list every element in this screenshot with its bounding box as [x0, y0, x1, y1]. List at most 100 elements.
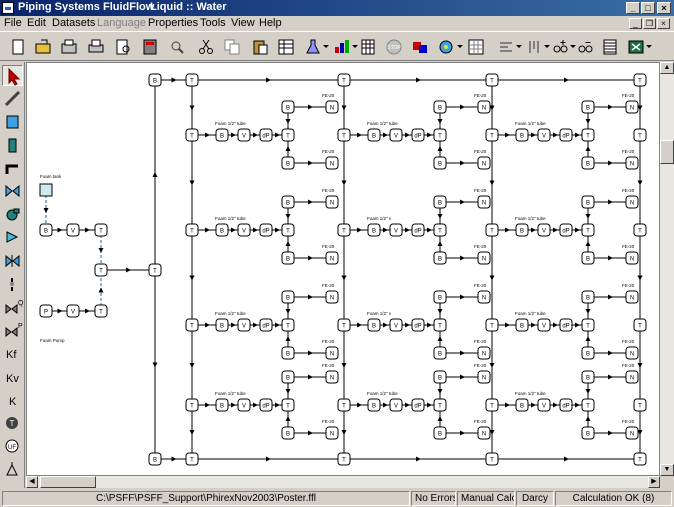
- tee-junction[interactable]: [433, 223, 447, 237]
- menu-edit[interactable]: Edit: [27, 17, 46, 29]
- outlet-nozzle[interactable]: [477, 156, 491, 170]
- scroll-down-arrow[interactable]: ▼: [660, 464, 674, 476]
- outlet-nozzle[interactable]: [325, 195, 339, 209]
- results-icon[interactable]: [410, 37, 430, 57]
- align-dropdown-arrow[interactable]: [516, 45, 522, 48]
- open-file-icon[interactable]: [33, 37, 53, 57]
- tee-junction[interactable]: [633, 452, 647, 466]
- pressure-drop-node[interactable]: [259, 398, 273, 412]
- outlet-nozzle[interactable]: [325, 346, 339, 360]
- excel-dropdown-arrow[interactable]: [646, 45, 652, 48]
- tee-junction[interactable]: [485, 452, 499, 466]
- app-icon[interactable]: [2, 2, 14, 14]
- child-restore-button[interactable]: ❐: [643, 18, 656, 29]
- tee-junction[interactable]: [185, 452, 199, 466]
- tee-junction[interactable]: [485, 73, 499, 87]
- valve-node[interactable]: [389, 398, 403, 412]
- outlet-nozzle[interactable]: [325, 251, 339, 265]
- outlet-nozzle[interactable]: [325, 426, 339, 440]
- outlet-nozzle[interactable]: [477, 251, 491, 265]
- outlet-nozzle[interactable]: [625, 290, 639, 304]
- excel-icon[interactable]: [626, 37, 646, 57]
- bend-node[interactable]: [215, 128, 229, 142]
- bend-node[interactable]: [215, 223, 229, 237]
- scroll-right-arrow[interactable]: ▶: [648, 476, 660, 488]
- control-valve-q-tool[interactable]: Q: [2, 297, 24, 318]
- print-icon[interactable]: [86, 37, 106, 57]
- pressure-drop-node[interactable]: [411, 318, 425, 332]
- tee-junction[interactable]: [485, 223, 499, 237]
- control-valve-p-tool[interactable]: P: [2, 320, 23, 341]
- pressure-drop-node[interactable]: [411, 223, 425, 237]
- bend-node[interactable]: [581, 195, 595, 209]
- junction-tool[interactable]: T: [2, 413, 23, 434]
- valve-node[interactable]: [237, 223, 251, 237]
- valve-node[interactable]: [389, 318, 403, 332]
- bend-node[interactable]: [433, 370, 447, 384]
- element-tool[interactable]: [2, 459, 23, 480]
- valve-node[interactable]: [389, 223, 403, 237]
- fluid-icon[interactable]: [303, 37, 323, 57]
- tee-junction[interactable]: [94, 223, 108, 237]
- valve-node[interactable]: [237, 128, 251, 142]
- tee-junction[interactable]: [185, 73, 199, 87]
- outlet-nozzle[interactable]: [625, 346, 639, 360]
- bend-node[interactable]: [215, 398, 229, 412]
- tee-junction[interactable]: [433, 318, 447, 332]
- vertical-scrollbar[interactable]: ▲ ▼: [660, 62, 674, 476]
- valve-node[interactable]: [66, 223, 80, 237]
- pressure-drop-node[interactable]: [559, 398, 573, 412]
- bend-node[interactable]: [515, 318, 529, 332]
- bend-node[interactable]: [581, 156, 595, 170]
- pressure-drop-node[interactable]: [559, 318, 573, 332]
- align-vertical-icon[interactable]: [524, 37, 544, 57]
- bend-node[interactable]: [433, 346, 447, 360]
- kf-tool[interactable]: Kf: [2, 343, 23, 364]
- bend-node[interactable]: [215, 318, 229, 332]
- tee-junction[interactable]: [185, 223, 199, 237]
- print-preview-icon[interactable]: [113, 37, 133, 57]
- tee-junction[interactable]: [633, 318, 647, 332]
- foam-tank[interactable]: [39, 183, 53, 197]
- bend-node[interactable]: [515, 128, 529, 142]
- valve-node[interactable]: [537, 398, 551, 412]
- tee-junction[interactable]: [581, 223, 595, 237]
- bend-node[interactable]: [433, 290, 447, 304]
- bend-node[interactable]: [581, 290, 595, 304]
- pressure-drop-node[interactable]: [259, 223, 273, 237]
- valve-node[interactable]: [537, 223, 551, 237]
- tee-junction[interactable]: [337, 318, 351, 332]
- bend-node[interactable]: [148, 73, 162, 87]
- datasheet-icon[interactable]: [276, 37, 296, 57]
- zoom-in-icon[interactable]: [550, 37, 570, 57]
- valve-node[interactable]: [66, 304, 80, 318]
- bend-node[interactable]: [433, 251, 447, 265]
- outlet-nozzle[interactable]: [477, 195, 491, 209]
- zoom-icon[interactable]: [167, 37, 187, 57]
- bend-node[interactable]: [515, 398, 529, 412]
- outlet-nozzle[interactable]: [325, 370, 339, 384]
- bend-node[interactable]: [281, 251, 295, 265]
- outlet-nozzle[interactable]: [325, 156, 339, 170]
- bend-node[interactable]: [367, 318, 381, 332]
- align-icon[interactable]: [496, 37, 516, 57]
- color-icon[interactable]: [437, 37, 457, 57]
- paste-icon[interactable]: [250, 37, 270, 57]
- check-valve-tool[interactable]: [2, 251, 23, 272]
- inline-tool[interactable]: [2, 135, 23, 156]
- nozzle-tool[interactable]: [2, 227, 23, 248]
- bend-node[interactable]: [515, 223, 529, 237]
- bend-node[interactable]: [39, 223, 53, 237]
- vertical-scroll-thumb[interactable]: [660, 140, 674, 164]
- graph-dropdown-arrow[interactable]: [352, 45, 358, 48]
- bend-node[interactable]: [281, 290, 295, 304]
- horizontal-scrollbar[interactable]: ◀ ▶: [26, 476, 660, 488]
- outlet-nozzle[interactable]: [325, 100, 339, 114]
- valve-node[interactable]: [237, 398, 251, 412]
- pressure-drop-node[interactable]: [411, 398, 425, 412]
- user-tool[interactable]: UF: [2, 436, 23, 457]
- outlet-nozzle[interactable]: [477, 346, 491, 360]
- pipe-tool[interactable]: [2, 88, 23, 109]
